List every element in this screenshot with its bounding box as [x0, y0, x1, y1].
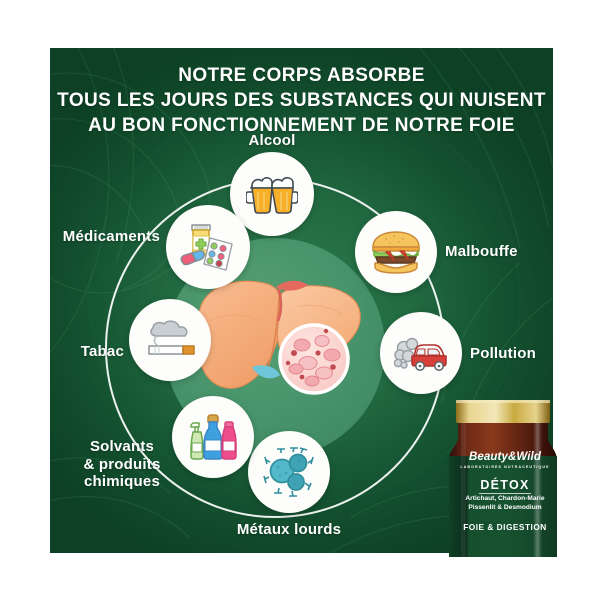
label-solvants-line-3: chimiques [84, 473, 160, 491]
liver-illustration [190, 263, 368, 399]
headline-line-1: NOTRE CORPS ABSORBE [178, 65, 425, 86]
product-bottle: Beauty&Wild LABORATOIRES NUTRACEUTIQUE D… [447, 398, 563, 563]
bubble-solvants[interactable] [172, 396, 254, 478]
label-pollution: Pollution [470, 345, 536, 362]
bottle-benefit: FOIE & DIGESTION [463, 522, 547, 532]
burger-icon [370, 230, 422, 274]
bottle-divider [479, 493, 531, 494]
bubble-medicaments[interactable] [166, 205, 250, 289]
chemical-bottles-icon [187, 413, 239, 461]
pills-blister-icon [180, 222, 236, 272]
heavy-metal-molecule-icon [263, 447, 315, 497]
bottle-ingredients-line-2: Pissenlit & Desmodium [468, 504, 542, 511]
label-tabac: Tabac [80, 343, 124, 360]
label-alcool: Alcool [248, 132, 296, 149]
green-panel: NOTRE CORPS ABSORBE TOUS LES JOURS DES S… [50, 48, 553, 553]
bottle-ingredients-line-1: Artichaut, Chardon-Marie [465, 495, 545, 502]
label-malbouffe: Malbouffe [445, 243, 518, 260]
label-solvants-line-2: & produits [83, 455, 161, 473]
bottle-product-name: DÉTOX [480, 478, 530, 492]
label-solvants-line-1: Solvants [89, 438, 155, 455]
bubble-pollution[interactable] [380, 312, 462, 394]
headline-line-3: AU BON FONCTIONNEMENT DE NOTRE FOIE [88, 115, 515, 137]
beer-mugs-icon [246, 170, 298, 218]
page-title: NOTRE CORPS ABSORBE TOUS LES JOURS DES S… [50, 63, 553, 138]
bubble-alcool[interactable] [230, 152, 314, 236]
bottle-brand-subtitle: LABORATOIRES NUTRACEUTIQUE [460, 465, 550, 469]
bubble-malbouffe[interactable] [355, 211, 437, 293]
car-exhaust-icon [394, 332, 448, 374]
label-medicaments: Médicaments [62, 228, 160, 245]
bubble-metaux-lourds[interactable] [248, 431, 330, 513]
headline-line-2: TOUS LES JOURS DES SUBSTANCES QUI NUISEN… [57, 90, 546, 112]
cigarette-smoke-icon [143, 318, 197, 362]
bottle-brand: Beauty&Wild [469, 451, 541, 463]
bubble-tabac[interactable] [129, 299, 211, 381]
label-metaux-lourds: Métaux lourds [236, 521, 342, 538]
label-solvants: Solvants & produits chimiques [72, 438, 172, 491]
